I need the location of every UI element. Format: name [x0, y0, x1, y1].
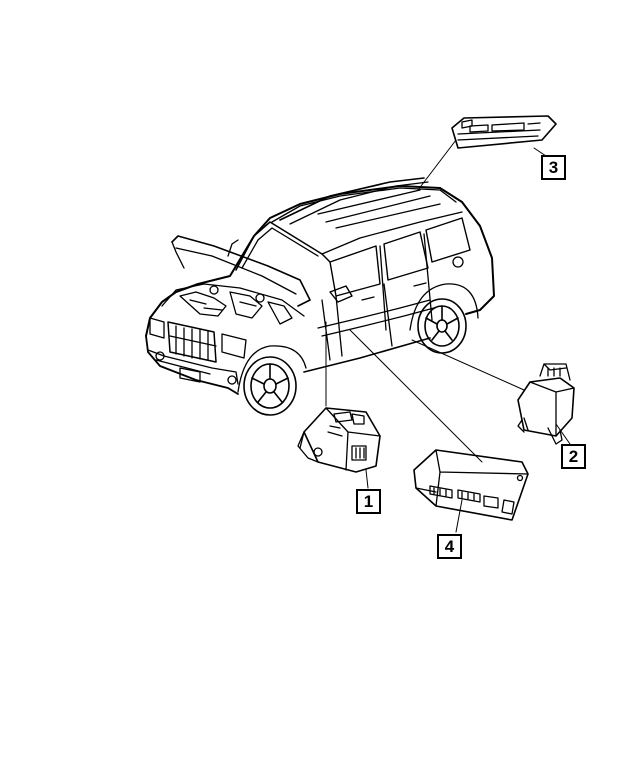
leader-line-2b [555, 423, 571, 445]
leader-line-3b [533, 147, 547, 157]
callout-2: 2 [561, 444, 586, 469]
vehicle-illustration-icon [145, 177, 495, 416]
leader-line-2 [411, 339, 525, 391]
callout-1: 1 [356, 489, 381, 514]
relay-module-icon [517, 363, 575, 445]
body-control-module-icon [413, 449, 529, 521]
leader-line-4a [349, 329, 483, 463]
control-module-icon [297, 407, 381, 473]
overhead-module-icon [451, 115, 557, 149]
callout-3: 3 [541, 155, 566, 180]
leader-line-4b [455, 499, 463, 533]
leader-lines [325, 139, 571, 533]
leader-line-3 [417, 139, 457, 191]
leader-line-1b [365, 469, 369, 489]
callout-4: 4 [437, 534, 462, 559]
